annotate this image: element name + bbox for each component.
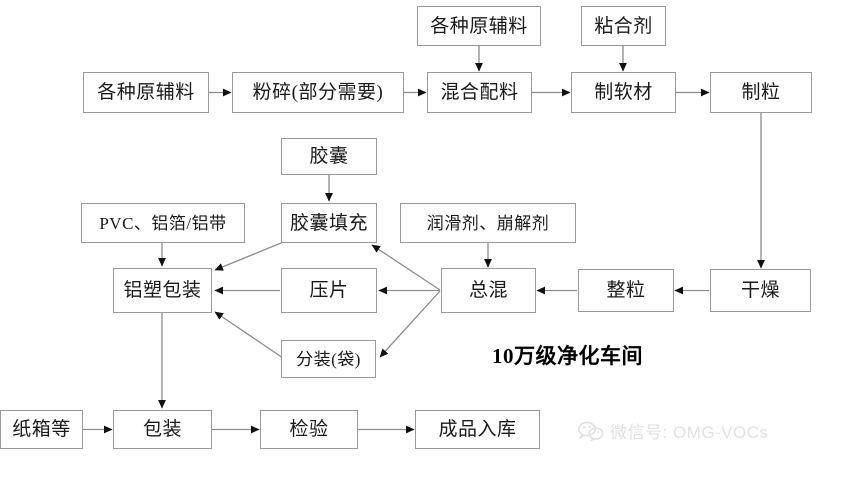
node-drying[interactable]: 干燥 — [710, 269, 811, 312]
wechat-icon — [578, 421, 604, 442]
node-tablet[interactable]: 压片 — [281, 268, 377, 313]
watermark: 微信号: OMG-VOCs — [578, 418, 769, 443]
node-sizing[interactable]: 整粒 — [578, 269, 674, 312]
node-carton[interactable]: 纸箱等 — [0, 410, 83, 449]
node-granulate[interactable]: 制粒 — [710, 72, 812, 113]
node-binder[interactable]: 粘合剂 — [581, 6, 666, 46]
node-crush[interactable]: 粉碎(部分需要) — [232, 72, 404, 113]
node-mix[interactable]: 混合配料 — [427, 72, 532, 113]
node-raw2[interactable]: 各种原辅料 — [417, 6, 541, 46]
node-packaging[interactable]: 包装 — [113, 410, 212, 449]
node-totalmix[interactable]: 总混 — [441, 268, 536, 313]
node-soft[interactable]: 制软材 — [571, 72, 676, 113]
node-alupack[interactable]: 铝塑包装 — [113, 268, 212, 313]
edge-totalmix-capfill — [371, 244, 441, 291]
edge-bagfill-alupack — [214, 311, 284, 359]
watermark-text: 微信号: OMG-VOCs — [610, 423, 769, 442]
edge-totalmix-bagfill — [379, 290, 441, 358]
node-raw1[interactable]: 各种原辅料 — [83, 72, 209, 113]
node-pvc[interactable]: PVC、铝箔/铝带 — [81, 203, 245, 243]
node-capsule[interactable]: 胶囊 — [281, 138, 377, 175]
node-lubricant[interactable]: 润滑剂、崩解剂 — [400, 203, 576, 243]
node-capfill[interactable]: 胶囊填充 — [281, 203, 377, 243]
node-inspect[interactable]: 检验 — [260, 410, 358, 449]
node-warehouse[interactable]: 成品入库 — [415, 410, 540, 449]
cleanroom-zone-label: 10万级净化车间 — [492, 344, 643, 368]
edge-capfill-alupack — [214, 242, 282, 271]
node-bagfill[interactable]: 分装(袋) — [281, 340, 376, 378]
